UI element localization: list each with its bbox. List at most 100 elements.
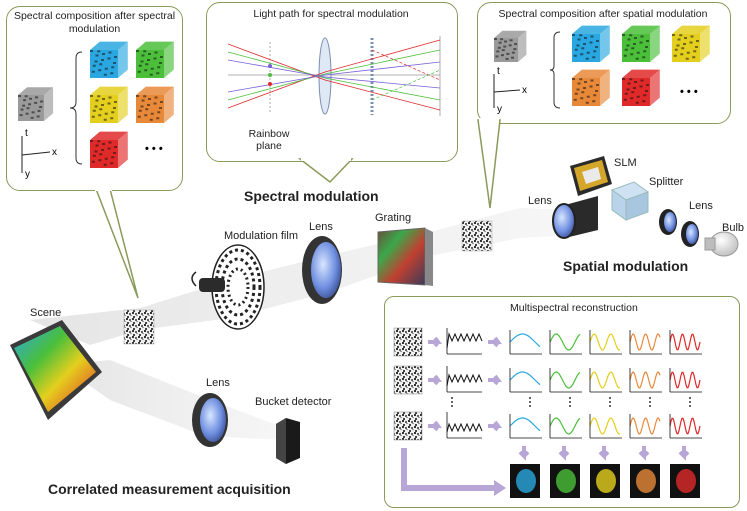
speckle-thumb [393, 365, 423, 395]
spectrum-curve-yellow [589, 371, 621, 389]
spectral-cube-yellow [90, 86, 128, 123]
multispectral-title: Multispectral reconstruction [510, 302, 638, 314]
gray-data-cube [18, 87, 54, 121]
flow-arrow [488, 336, 502, 348]
spectral-callout-tail [94, 188, 139, 299]
spatial-cube-group [494, 25, 710, 106]
spectrum-curve-green [549, 371, 581, 389]
spectral-ellipsis: • • • [145, 143, 163, 155]
lens-top-label: Lens [309, 221, 333, 233]
flow-arrow [488, 420, 502, 432]
speckle-pattern-left [123, 309, 155, 345]
spectral-cube-group [18, 41, 174, 168]
spatial-cube-yellow [672, 25, 710, 63]
spectrum-curve-red [669, 371, 701, 389]
light-path-title: Light path for spectral modulation [253, 8, 409, 20]
spatial-composition-callout [477, 2, 731, 124]
grating-label: Grating [375, 212, 412, 224]
spectral-brace [69, 51, 83, 165]
bulb-label: Bulb [722, 222, 745, 234]
lens-right-label: Lens [528, 195, 552, 207]
spectral-modulation-label: Spectral modulation [244, 188, 379, 204]
axis-t-label: t [25, 128, 28, 139]
axis-x-label: x [52, 147, 57, 158]
bucket-beam [60, 360, 285, 440]
scene-label: Scene [30, 307, 62, 319]
spectral-composition-title: Spectral composition after spectral modu… [13, 10, 176, 35]
spatial-brace [549, 31, 561, 109]
axis-x-label-spatial: x [522, 85, 527, 96]
spatial-ellipsis: • • • [680, 86, 698, 98]
spectrum-curve-blue [509, 417, 541, 432]
spatial-cube-blue [572, 25, 610, 63]
speckle-thumb [393, 327, 423, 357]
spectrum-curve-green [549, 333, 581, 351]
spectral-cube-orange [136, 86, 174, 123]
spectrum-curve-red [669, 417, 701, 435]
axes-spatial [493, 74, 521, 108]
spectrum-curve-green [549, 417, 581, 435]
spatial-cube-orange [572, 69, 610, 106]
grating [377, 227, 433, 286]
splitter-label: Splitter [649, 176, 684, 188]
down-arrow [678, 446, 690, 461]
flow-arrow [428, 374, 442, 386]
summary-arrow [401, 448, 494, 491]
spectral-cube-green [136, 41, 174, 78]
lens-right [552, 196, 598, 239]
spectrum-curve-yellow [589, 417, 621, 435]
speckle-pattern-right [461, 220, 493, 252]
modulation-film-label: Modulation film [224, 230, 298, 242]
axis-y-label: y [25, 169, 30, 180]
splitter-cube [610, 181, 650, 221]
spectrum-curve-red [669, 333, 701, 351]
spectrum-curve-yellow [589, 333, 621, 351]
reconstruction-grid [393, 327, 702, 498]
scene-screen [10, 320, 102, 420]
axis-t-label-spatial: t [497, 66, 500, 77]
speckle-thumb [393, 411, 423, 441]
spectral-cube-red [90, 131, 128, 168]
bulb [704, 231, 739, 257]
down-arrow [598, 446, 610, 461]
down-arrow [638, 446, 650, 461]
lens-top [302, 236, 342, 304]
spectrum-curve-orange [629, 333, 661, 351]
axis-y-label-spatial: y [497, 104, 502, 115]
spatial-cube-green [622, 25, 660, 63]
axes-spectral [21, 136, 51, 173]
bucket-signal [446, 373, 483, 387]
slm-device [570, 156, 612, 196]
spectral-cube-blue [90, 41, 128, 78]
spatial-cube-red [622, 69, 660, 106]
modulation-film [191, 244, 265, 330]
rainbow-plane-label: Rainbow plane [248, 128, 290, 152]
spectrum-curve-orange [629, 417, 661, 435]
bucket-detector [276, 418, 300, 464]
bucket-signal [446, 332, 483, 349]
bucket-detector-label: Bucket detector [255, 396, 332, 408]
lens-far-2 [681, 221, 699, 247]
flow-arrow [488, 374, 502, 386]
down-arrow [518, 446, 530, 461]
flow-arrow [428, 420, 442, 432]
flow-arrow [428, 336, 442, 348]
lens-bottom-label: Lens [206, 377, 230, 389]
spatial-modulation-label: Spatial modulation [563, 258, 689, 274]
spectrum-curve-blue [509, 371, 541, 386]
correlated-acquisition-label: Correlated measurement acquisition [48, 481, 291, 497]
slm-label: SLM [614, 157, 637, 169]
spectrum-curve-orange [629, 371, 661, 389]
lens-far-label: Lens [689, 200, 713, 212]
gray-data-cube-spatial [494, 30, 527, 62]
spatial-composition-title: Spectral composition after spatial modul… [498, 8, 708, 20]
down-arrow [558, 446, 570, 461]
light-path-callout-tail [297, 158, 354, 184]
spatial-callout-tail [477, 119, 501, 209]
spectrum-curve-blue [509, 333, 541, 348]
light-path-diagram [227, 36, 441, 116]
bucket-signal [446, 422, 483, 433]
lens-bottom [192, 393, 228, 447]
